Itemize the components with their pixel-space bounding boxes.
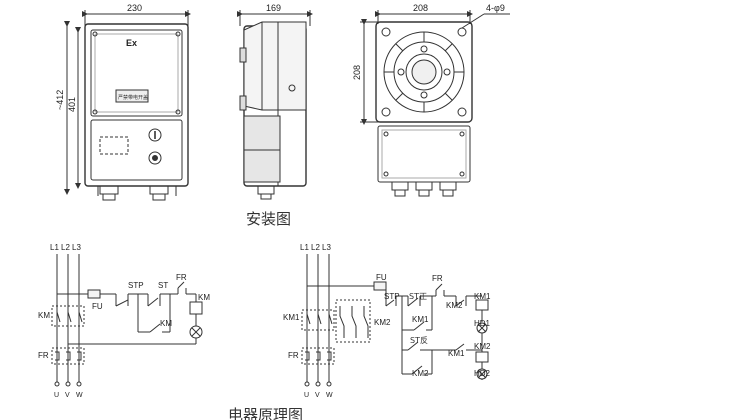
right-fr-relay-label: FR bbox=[288, 351, 299, 360]
left-phase-l1: L1 bbox=[50, 243, 59, 252]
right-fu-label: FU bbox=[376, 273, 387, 282]
left-fu-label: FU bbox=[92, 302, 103, 311]
left-terminal-v: V bbox=[65, 392, 70, 399]
left-fr-contact-label: FR bbox=[176, 273, 187, 282]
left-fr-relay-label: FR bbox=[38, 351, 49, 360]
left-terminal-w: W bbox=[76, 392, 83, 399]
back-height-dim: 208 bbox=[352, 65, 362, 80]
schematic-right bbox=[301, 254, 489, 387]
right-hd1-label: HD1 bbox=[474, 319, 491, 328]
front-view bbox=[64, 10, 191, 201]
right-km1-main-label: KM1 bbox=[283, 313, 300, 322]
right-km2-interlock-label: KM2 bbox=[446, 301, 463, 310]
right-km2-main-label: KM2 bbox=[374, 318, 391, 327]
side-width-dim: 169 bbox=[266, 3, 281, 13]
right-km2-coil-label: KM2 bbox=[474, 342, 491, 351]
front-height-outer-dim: ~412 bbox=[55, 90, 65, 110]
installation-caption: 安装图 bbox=[246, 210, 291, 228]
nameplate-text: 严禁带电开盖 bbox=[118, 94, 148, 101]
left-km-aux-label: KM bbox=[160, 319, 172, 328]
right-km1-aux-label: KM1 bbox=[412, 315, 429, 324]
right-st-fwd-label: ST正 bbox=[409, 292, 427, 301]
right-fr-contact-label: FR bbox=[432, 274, 443, 283]
right-terminal-v: V bbox=[315, 392, 320, 399]
right-phase-l2: L2 bbox=[311, 243, 320, 252]
schematic-left bbox=[51, 254, 203, 387]
right-phase-l1: L1 bbox=[300, 243, 309, 252]
ex-mark: Ex bbox=[126, 38, 137, 48]
left-km-coil-label: KM bbox=[198, 293, 210, 302]
left-terminal-u: U bbox=[54, 392, 59, 399]
right-terminal-w: W bbox=[326, 392, 333, 399]
right-terminal-u: U bbox=[304, 392, 309, 399]
front-height-inner-dim: 401 bbox=[67, 97, 77, 112]
left-st-label: ST bbox=[158, 281, 168, 290]
right-stp-label: STP bbox=[384, 292, 400, 301]
side-view bbox=[237, 10, 313, 200]
left-km-main-label: KM bbox=[38, 311, 50, 320]
right-phase-l3: L3 bbox=[322, 243, 331, 252]
front-width-dim: 230 bbox=[127, 3, 142, 13]
right-km1-interlock-label: KM1 bbox=[448, 349, 465, 358]
right-km2-aux-label: KM2 bbox=[412, 369, 429, 378]
back-width-dim: 208 bbox=[413, 3, 428, 13]
right-st-rev-label: ST反 bbox=[410, 335, 428, 345]
right-hd2-label: HD2 bbox=[474, 369, 491, 378]
back-view bbox=[360, 10, 510, 197]
right-km1-coil-label: KM1 bbox=[474, 292, 491, 301]
left-stp-label: STP bbox=[128, 281, 144, 290]
left-phase-l2: L2 bbox=[61, 243, 70, 252]
circuit-caption: 电器原理图 bbox=[228, 406, 303, 420]
left-phase-l3: L3 bbox=[72, 243, 81, 252]
holes-dim: 4-φ9 bbox=[486, 3, 505, 13]
